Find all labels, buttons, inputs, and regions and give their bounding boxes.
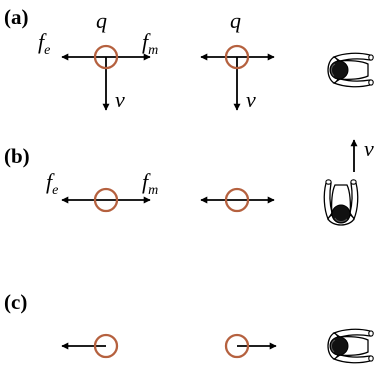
magnetic-force-label-b: fm bbox=[142, 169, 158, 198]
charge-group-b-left: fe fm bbox=[46, 169, 158, 211]
charge-group-a-left: q fe fm v bbox=[38, 8, 158, 112]
velocity-label-a-right: v bbox=[246, 87, 256, 112]
magnetic-force-label-a: fm bbox=[142, 29, 158, 58]
charge-group-c-right bbox=[226, 335, 276, 357]
charge-group-c-left bbox=[62, 335, 117, 357]
velocity-label-a-left: v bbox=[115, 87, 125, 112]
panel-label-c: (c) bbox=[4, 290, 27, 314]
electric-force-label-a: fe bbox=[38, 29, 50, 58]
charge-group-a-right: q v bbox=[201, 8, 274, 112]
velocity-label-observer-b: v bbox=[364, 136, 374, 161]
panel-b: (b) fe fm v bbox=[4, 136, 374, 225]
panel-label-a: (a) bbox=[4, 5, 29, 29]
panel-c: (c) bbox=[4, 290, 373, 363]
observer-person-icon-c bbox=[328, 329, 373, 362]
panel-label-b: (b) bbox=[4, 144, 30, 168]
charge-label-a-left: q bbox=[96, 8, 107, 33]
observer-person-icon-b bbox=[324, 180, 357, 225]
charge-group-b-right bbox=[201, 189, 274, 211]
panel-a: (a) q fe fm v q v bbox=[4, 5, 373, 112]
observer-person-icon-a bbox=[328, 53, 373, 86]
electric-force-label-b: fe bbox=[46, 169, 58, 198]
charge-label-a-right: q bbox=[230, 8, 241, 33]
